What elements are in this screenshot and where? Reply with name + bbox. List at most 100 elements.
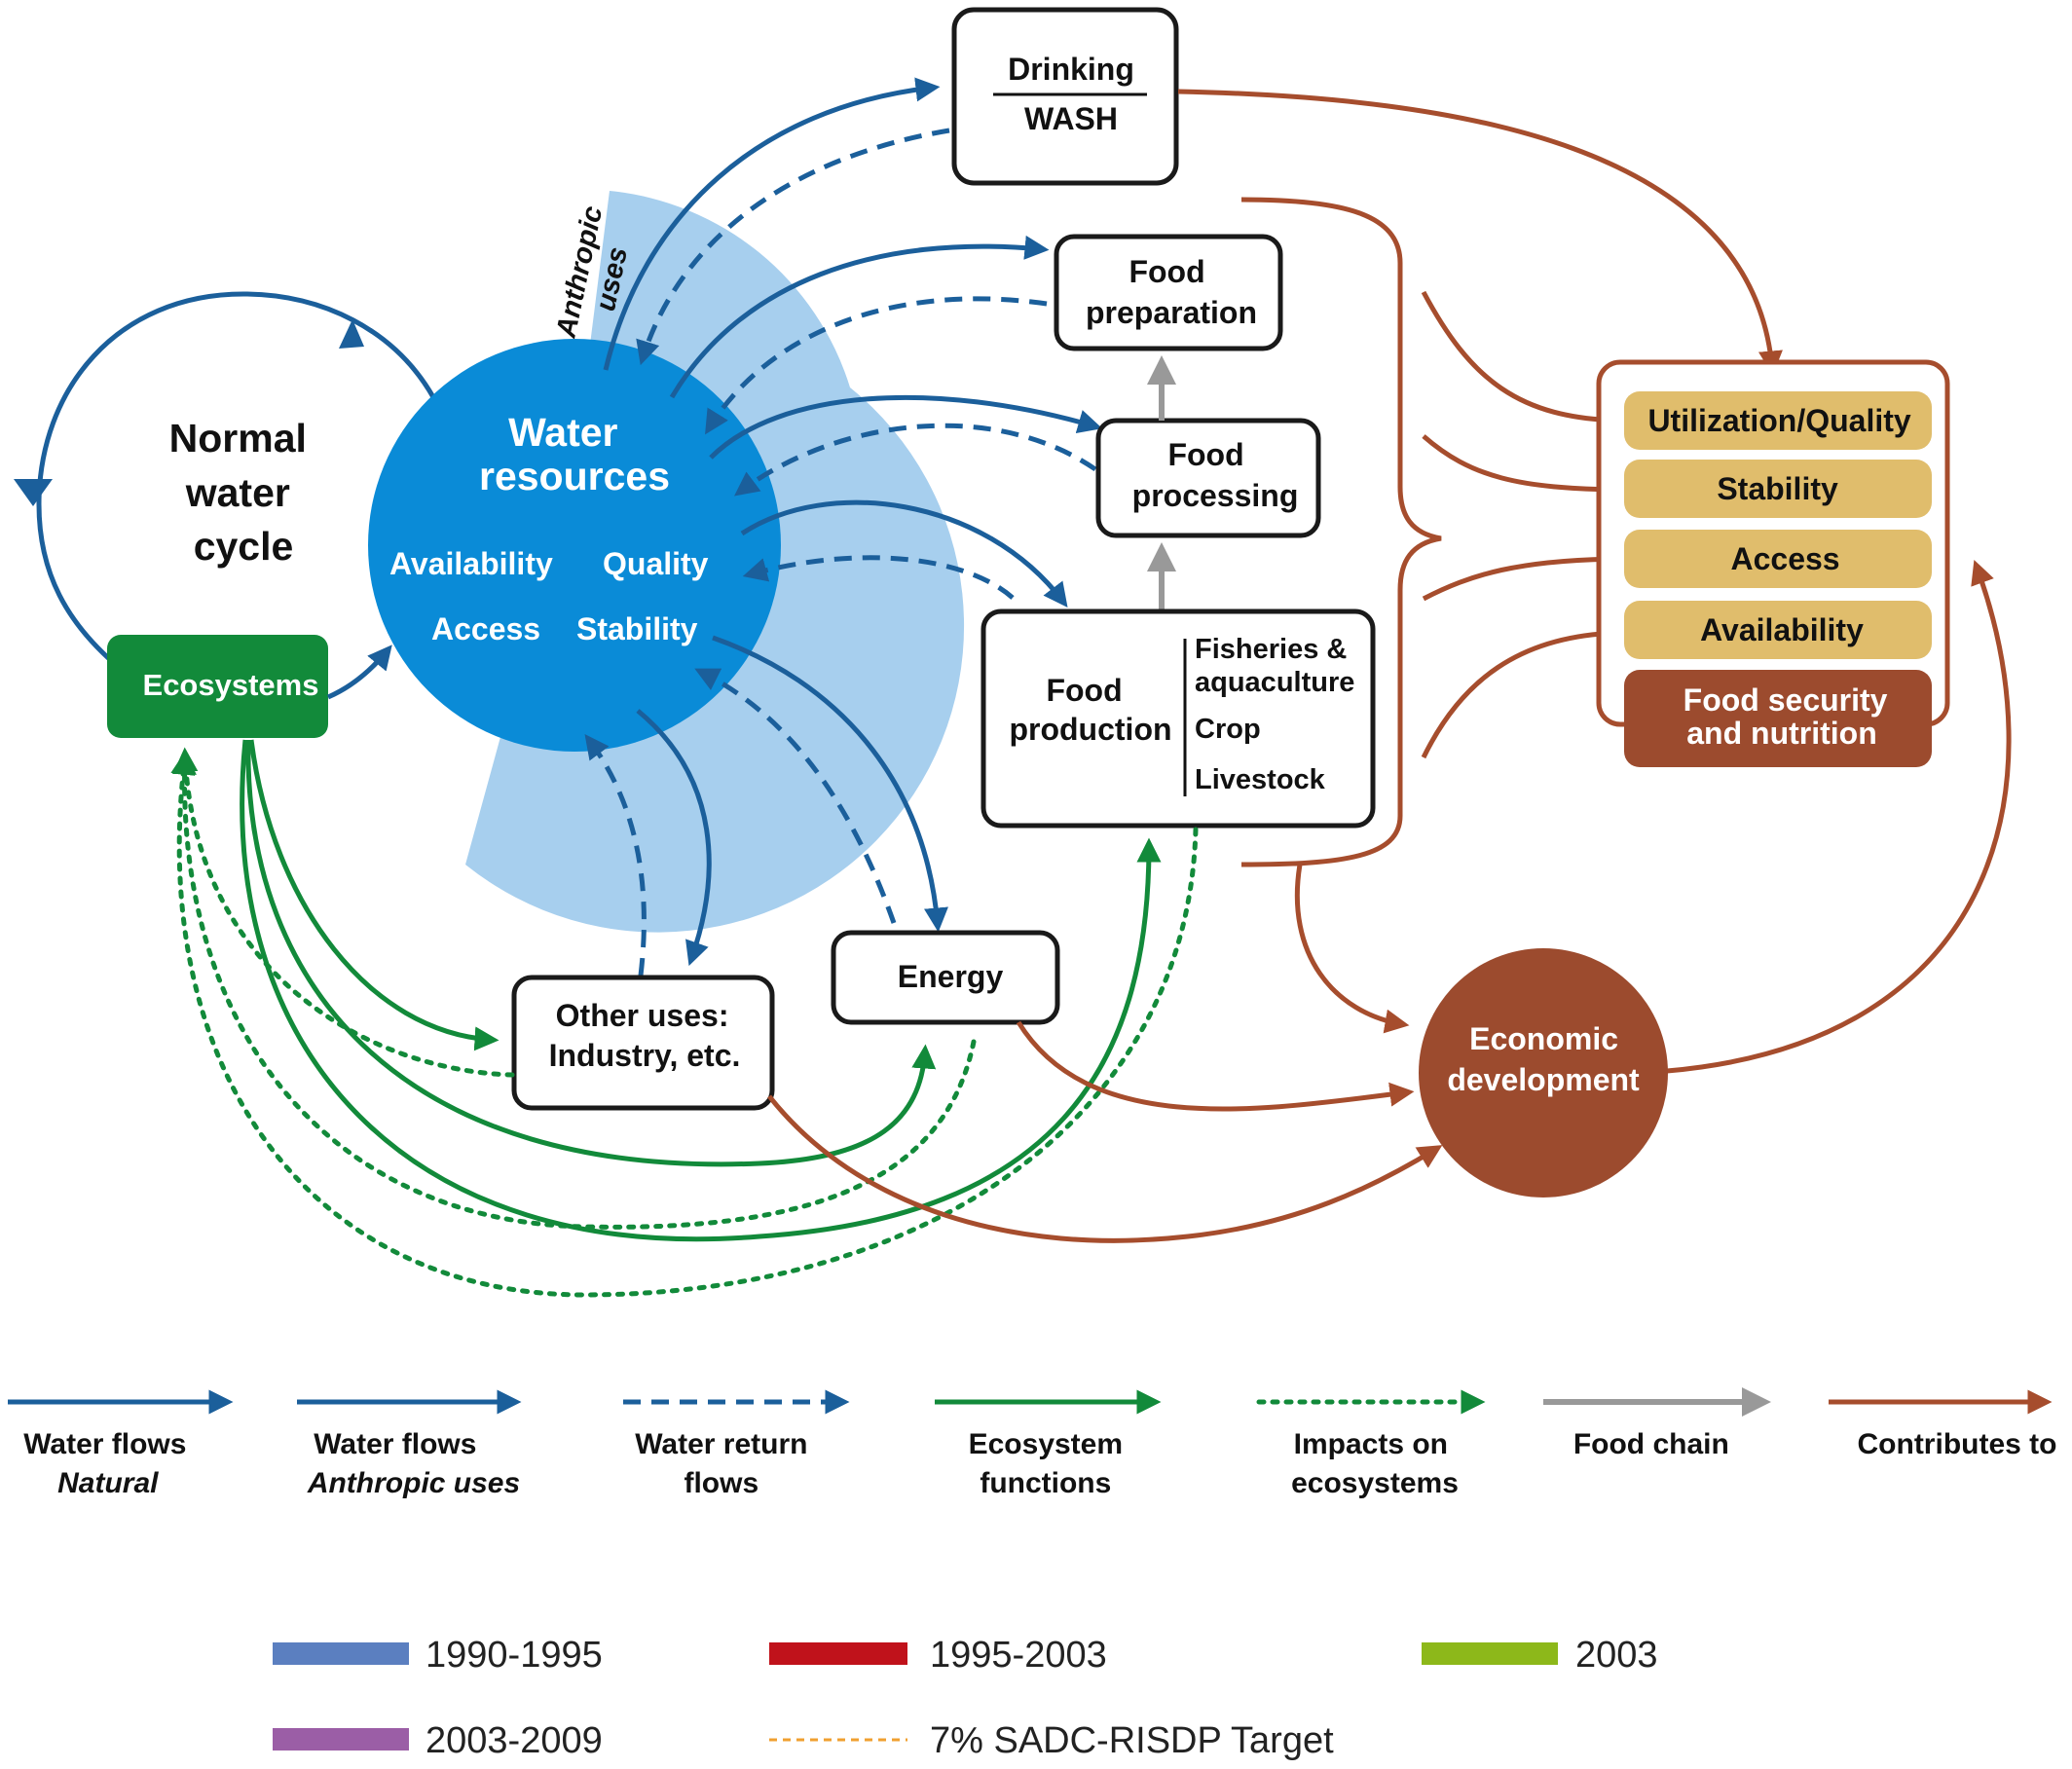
legend-label-water-natural-1: Water flows [23,1428,186,1460]
water-cycle-line1: Normal [169,416,307,461]
legend-label-water-anthropic-2: Anthropic uses [307,1467,520,1499]
normal-water-cycle: Normal water cycle [14,291,436,666]
return-energy-to-water [694,668,897,924]
food-processing-node: Food processing [1095,418,1321,538]
legend-label-water-return-2: flows [684,1467,758,1499]
legend-label-water-anthropic-1: Water flows [314,1428,476,1460]
legend-label-water-natural-2: Natural [57,1467,159,1499]
return-food-production-to-water [742,555,1015,600]
period-label-1995-2003: 1995-2003 [930,1635,1107,1676]
svg-text:Food security and nutrit: Food security and nutrition [1684,682,1897,751]
svg-text:Economic development: Economic development [1447,1021,1640,1097]
svg-text:1990-1995 1995-2003: 1990-1995 1995-2003 2003 2003-2009 7% SA… [426,1635,1668,1761]
svg-text:Food processing: Food processing [1132,437,1299,513]
water-access-label: Access [431,611,540,646]
legend-label-contributes-1: Contributes to [1858,1428,2057,1460]
water-cycle-arrow-left [14,479,53,506]
period-legend: 1990-1995 1995-2003 2003 2003-2009 7% SA… [273,1635,1668,1761]
svg-text:Water flows Water flows: Water flows Water flows Water return Eco… [23,1428,2056,1460]
svg-text:Utilization/Quality Stab: Utilization/Quality Stability Access Ava… [1647,403,1919,647]
food-production-node: Food production Fisheries & aquaculture … [980,608,1376,829]
contrib-brace-to-utilization [1421,290,1629,433]
legend-label-water-return-1: Water return [635,1428,807,1460]
fsn-title-line2: and nutrition [1686,716,1877,751]
ecosystems-node: Ecosystems [107,635,328,738]
svg-text:Energy: Energy [898,959,1004,994]
flow-water-to-food-processing [709,394,1103,460]
svg-text:Water resources: Water resources [479,410,670,498]
drinking-wash-node: Drinking WASH [951,7,1179,186]
pillar-utilization-label: Utilization/Quality [1647,403,1910,438]
brace [1240,197,1442,867]
period-label-target: 7% SADC-RISDP Target [930,1720,1334,1761]
svg-text:flows functions ec: flows functions ecosystems [684,1467,1458,1499]
water-availability-label: Availability [389,546,553,581]
svg-text:Fisheries & aquaculture: Fisheries & aquaculture Crop Livestock [1195,634,1362,795]
contrib-other-uses-to-economic [767,1094,1443,1243]
water-cycle-line3: cycle [194,524,294,569]
impact-food-production-to-ecosystems [170,750,1199,1298]
legend-label-impacts-1: Impacts on [1294,1428,1448,1460]
fsn-title-box [1624,670,1932,767]
legend-label-impacts-2: ecosystems [1291,1467,1459,1499]
other-uses-node: Other uses: Industry, etc. [511,975,775,1111]
period-swatch-2003 [1422,1642,1558,1665]
pillar-utilization [1624,391,1932,450]
ecosystem-function-to-other-uses [248,739,500,1051]
water-stability-label: Stability [576,611,698,646]
ecosystem-function-to-food-production [240,739,1162,1242]
water-cycle-line2: water [185,470,290,515]
impact-energy-to-ecosystems [171,750,977,1230]
flow-ecosystems-to-water [327,645,392,700]
period-swatch-1995-2003 [769,1642,907,1665]
water-resources-title2: resources [479,454,670,498]
pillar-stability-label: Stability [1717,471,1838,506]
pillar-access [1624,530,1932,588]
period-label-1990-1995: 1990-1995 [426,1635,603,1676]
water-cycle-arrow-top [339,319,364,349]
ecosystem-function-to-energy [245,739,937,1167]
svg-text:Drinking: Drinking [1008,52,1134,87]
contrib-brace-to-availability [1421,620,1629,759]
svg-text:Food preparation: Food preparation [1086,254,1257,330]
legend-label-ecosystem-functions-2: functions [980,1467,1111,1499]
pillar-access-label: Access [1731,541,1840,576]
period-swatch-1990-1995 [273,1642,409,1665]
return-food-processing-to-water [733,423,1097,497]
svg-text:Natural Anthropic uses: Natural Anthropic uses [57,1467,520,1499]
pillar-availability [1624,601,1932,659]
pillar-availability-label: Availability [1700,612,1864,647]
flow-water-to-food-preparation [669,235,1050,399]
contrib-economic-to-fsn [1666,559,2012,1074]
flow-water-to-food-production [740,499,1068,608]
contrib-brace-to-stability [1422,434,1629,502]
food-security-block: Utilization/Quality Stability Access Ava… [1596,359,1950,767]
arrow-legend: Water flows Water flows Water return Eco… [8,1387,2056,1499]
return-drinking-to-water [636,128,950,366]
svg-text:Other uses: Industry, et: Other uses: Industry, etc. [549,998,741,1073]
legend-label-ecosystem-functions-1: Ecosystem [969,1428,1123,1460]
pillar-stability [1624,460,1932,518]
period-swatch-2003-2009 [273,1728,409,1751]
legend-label-food-chain-1: Food chain [1573,1428,1729,1460]
fsn-title-line1: Food security [1684,682,1888,718]
svg-text:WASH: WASH [1024,101,1118,136]
flow-water-to-energy [712,635,948,933]
period-label-2003-2009: 2003-2009 [426,1720,603,1761]
svg-text:Food production: Food production [1009,673,1171,747]
flow-water-to-drinking [603,77,941,371]
water-resources: Water resources Availability Quality Acc… [368,339,781,752]
contrib-energy-to-economic [1016,1020,1415,1112]
contrib-brace-to-economic [1294,864,1410,1034]
impact-other-uses-to-ecosystems [173,747,515,1078]
svg-text:Ecosystems: Ecosystems [143,668,319,702]
food-preparation-node: Food preparation [1054,234,1283,351]
contrib-drinking-to-fsn [1177,89,1783,376]
water-quality-label: Quality [603,546,709,581]
energy-node: Energy [831,930,1060,1025]
water-resources-title1: Water [508,410,617,455]
flow-water-to-other-uses [636,709,712,967]
return-food-preparation-to-water [705,296,1048,435]
svg-text:Normal water cycle: Normal water cycle [169,416,318,569]
